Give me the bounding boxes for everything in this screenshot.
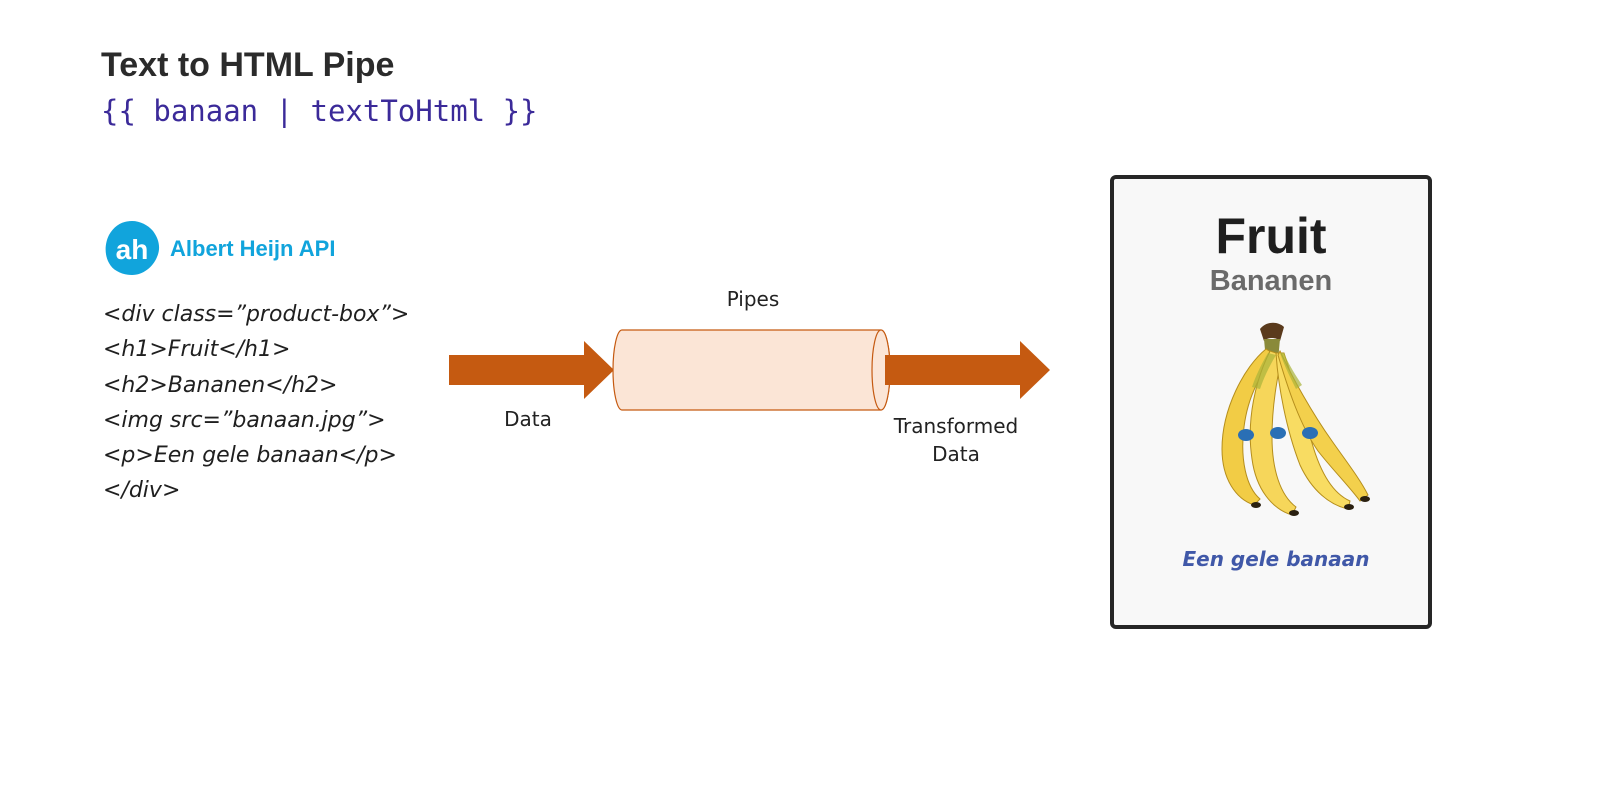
product-title: Fruit — [1215, 208, 1327, 264]
pipes-label: Pipes — [726, 287, 780, 311]
banana-bunch-image — [1221, 322, 1370, 516]
code-line: </div> — [103, 478, 181, 504]
transformed-data-label-line1: Transformed — [893, 414, 1019, 438]
albert-heijn-logo-icon: ah — [105, 221, 160, 275]
transformed-data-label: Transformed Data — [866, 412, 1046, 468]
pipe-cylinder — [612, 329, 891, 411]
product-description: Een gele banaan — [1182, 547, 1370, 571]
source-html-code: <div class=”product-box”> <h1>Fruit</h1>… — [103, 297, 409, 509]
svg-text:ah: ah — [116, 234, 149, 265]
code-line: <img src=”banaan.jpg”> — [103, 407, 386, 433]
pipe-expression: {{ banaan | textToHtml }} — [101, 94, 538, 128]
product-box: Fruit Bananen Een gele banaan — [1110, 175, 1432, 629]
page-title: Text to HTML Pipe — [101, 46, 395, 84]
code-line: <div class=”product-box”> — [103, 302, 410, 327]
api-label: Albert Heijn API — [170, 236, 336, 261]
code-line: <p>Een gele banaan</p> — [103, 443, 397, 469]
transformed-data-arrow — [885, 341, 1050, 399]
product-subtitle: Bananen — [1209, 265, 1333, 297]
code-line: <h2>Bananen</h2> — [103, 372, 338, 398]
data-arrow — [449, 341, 614, 399]
data-label: Data — [504, 407, 552, 431]
transformed-data-label-line2: Data — [932, 442, 980, 466]
code-line: <h1>Fruit</h1> — [103, 337, 291, 363]
